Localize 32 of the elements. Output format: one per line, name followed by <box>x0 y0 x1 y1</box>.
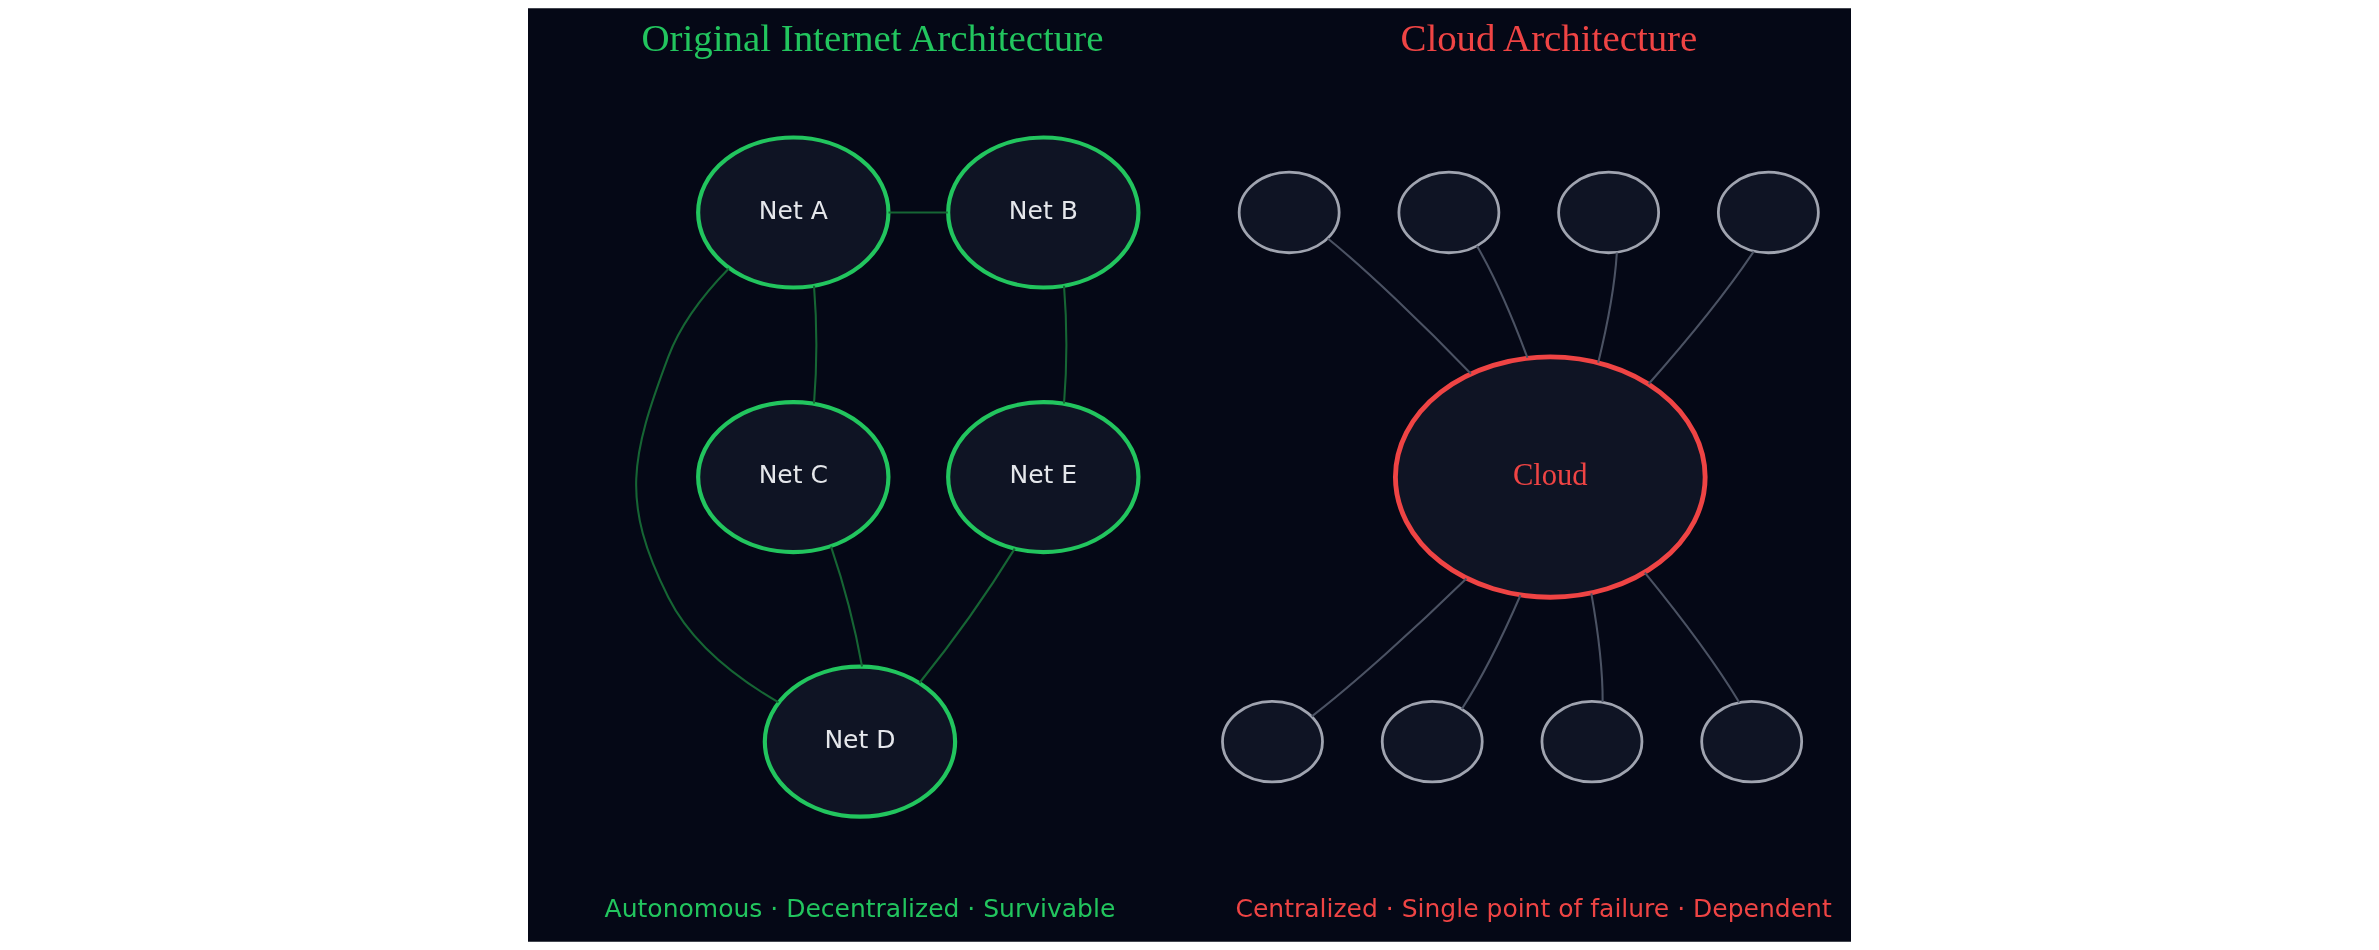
node-circle <box>1557 170 1661 255</box>
connector <box>830 546 864 667</box>
connector <box>1590 593 1604 703</box>
label: Centralized · Single point of failure · Dependent <box>1235 894 1832 924</box>
node-circle <box>1700 700 1804 784</box>
connector <box>918 548 1016 684</box>
connector <box>1063 285 1068 404</box>
node-ellipse: Cloud <box>1393 354 1708 600</box>
node-ellipse: Net C <box>696 400 891 555</box>
node-circle <box>1716 170 1820 255</box>
node-ellipse: Net E <box>946 400 1141 555</box>
node-circle <box>1237 170 1341 255</box>
label: Autonomous · Decentralized · Survivable <box>604 894 1116 924</box>
connector <box>1647 250 1755 385</box>
node-ellipse: Net B <box>946 135 1141 290</box>
connector <box>1597 252 1618 363</box>
connector <box>1476 245 1529 359</box>
connector <box>812 285 818 404</box>
connector <box>1327 237 1472 375</box>
label: Original Internet Architecture <box>641 15 1104 59</box>
connector <box>635 267 780 704</box>
label: Cloud Architecture <box>1400 15 1698 59</box>
connector <box>888 211 948 214</box>
node-ellipse: Net A <box>696 135 891 290</box>
connector <box>1460 594 1522 710</box>
node-circle <box>1380 700 1484 784</box>
node-circle <box>1397 170 1501 255</box>
connector <box>1311 577 1468 718</box>
node-ellipse: Net D <box>762 664 958 819</box>
node-circle <box>1540 700 1644 784</box>
connector <box>1644 571 1741 704</box>
node-circle <box>1221 700 1324 784</box>
